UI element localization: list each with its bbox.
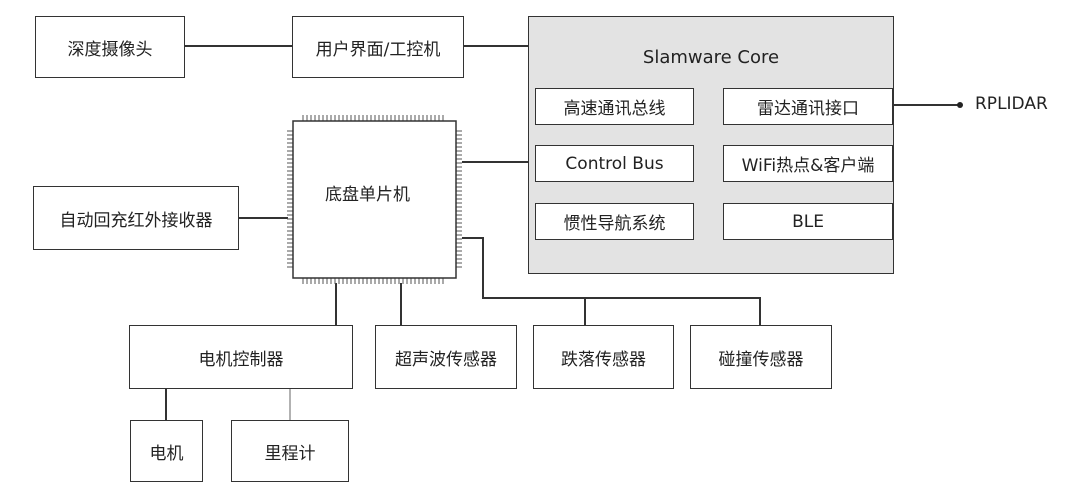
lidar-interface-module: 雷达通讯接口 — [723, 88, 893, 125]
ble-module: BLE — [723, 203, 893, 240]
wifi-hotspot-module: WiFi热点&客户端 — [723, 145, 893, 182]
cliff-sensor-box: 跌落传感器 — [533, 325, 674, 389]
rplidar-dot — [957, 102, 963, 108]
mcu-chip-body — [292, 120, 457, 279]
ultrasonic-sensor-box: 超声波传感器 — [375, 325, 517, 389]
slamware-core-title: Slamware Core — [642, 47, 780, 68]
wifi-hotspot-label: WiFi热点&客户端 — [741, 156, 875, 176]
odometer-label: 里程计 — [264, 443, 316, 464]
inertial-nav-module: 惯性导航系统 — [535, 203, 694, 240]
ultrasonic-sensor-label: 超声波传感器 — [395, 349, 497, 370]
control-bus-label: Control Bus — [565, 153, 664, 174]
chassis-mcu-label: 底盘单片机 — [325, 185, 410, 205]
depth-camera-box: 深度摄像头 — [35, 16, 185, 78]
auto-recharge-ir-box: 自动回充红外接收器 — [33, 186, 239, 250]
motor-box: 电机 — [130, 420, 203, 482]
motor-label: 电机 — [149, 443, 184, 464]
inertial-nav-label: 惯性导航系统 — [563, 214, 666, 234]
motor-controller-box: 电机控制器 — [129, 325, 353, 389]
motor-controller-label: 电机控制器 — [198, 349, 284, 370]
lidar-interface-label: 雷达通讯接口 — [757, 99, 859, 119]
high-speed-bus-label: 高速通讯总线 — [563, 99, 666, 119]
control-bus-module: Control Bus — [535, 145, 694, 182]
line-mcu-sensors — [462, 237, 761, 325]
depth-camera-label: 深度摄像头 — [67, 39, 153, 60]
mcu-chip-pins — [287, 115, 462, 284]
cliff-sensor-label: 跌落传感器 — [561, 349, 646, 370]
user-interface-box: 用户界面/工控机 — [292, 16, 464, 78]
auto-recharge-ir-label: 自动回充红外接收器 — [59, 210, 213, 231]
ble-label: BLE — [792, 211, 824, 232]
odometer-box: 里程计 — [231, 420, 349, 482]
bumper-sensor-box: 碰撞传感器 — [690, 325, 832, 389]
bumper-sensor-label: 碰撞传感器 — [718, 349, 804, 370]
user-interface-label: 用户界面/工控机 — [315, 39, 441, 60]
high-speed-bus-module: 高速通讯总线 — [535, 88, 694, 125]
rplidar-label: RPLIDAR — [975, 94, 1048, 114]
